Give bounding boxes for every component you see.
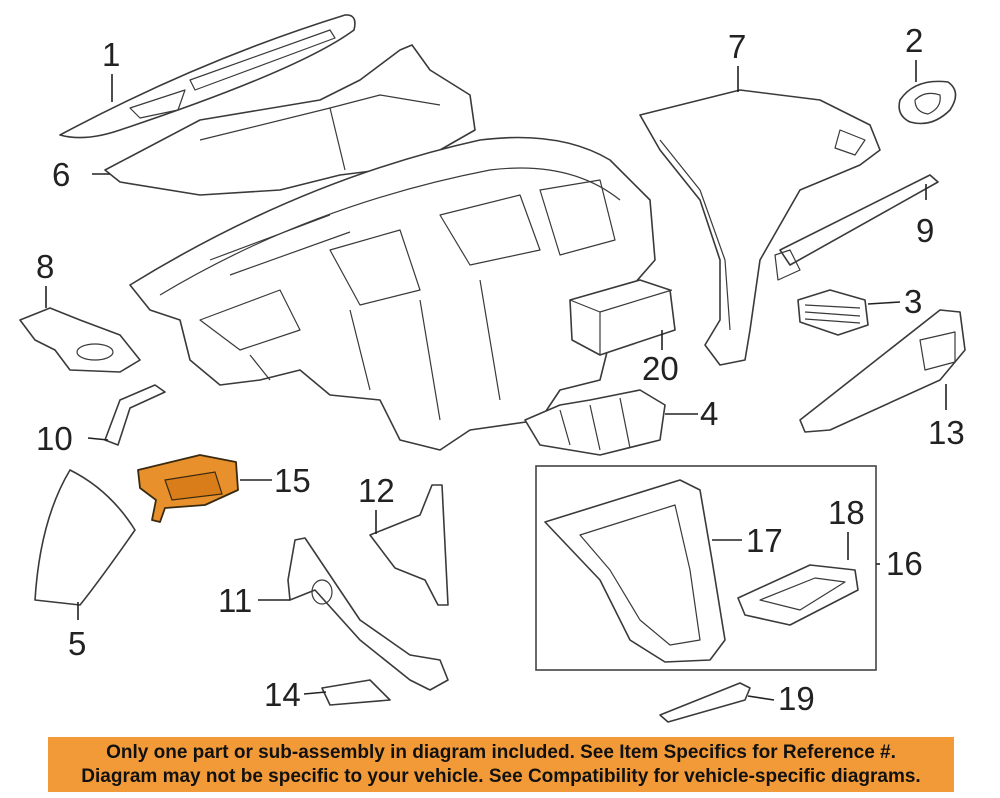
part-16-group-box [535, 465, 877, 671]
part-2-vent-bezel [898, 80, 957, 125]
callout-13: 13 [928, 414, 965, 451]
callout-numbers: 1 2 3 4 5 6 7 8 9 10 11 12 13 14 15 16 1… [36, 22, 965, 717]
callout-4: 4 [700, 395, 718, 432]
part-6-instrument-panel-pad [104, 44, 476, 196]
disclaimer-line-1: Only one part or sub-assembly in diagram… [106, 742, 896, 763]
part-3-air-vent [797, 289, 869, 336]
callout-5: 5 [68, 625, 86, 662]
part-13-side-trim [799, 309, 966, 433]
part-5-end-cap [34, 469, 136, 606]
part-8-knee-bracket [19, 307, 141, 373]
callout-18: 18 [828, 494, 865, 531]
callout-11: 11 [218, 582, 252, 619]
part-1-dash-top-trim [59, 14, 356, 139]
dashboard-parts-diagram: 1 2 3 4 5 6 7 8 9 10 11 12 13 14 15 16 1… [19, 14, 966, 723]
callout-19: 19 [778, 680, 815, 717]
part-20-airbag-module [569, 279, 676, 356]
callout-16: 16 [886, 545, 923, 582]
callout-3: 3 [904, 283, 922, 320]
part-14-trim-cover [321, 679, 391, 706]
disclaimer-line-2: Diagram may not be specific to your vehi… [81, 766, 921, 787]
callout-20: 20 [642, 350, 679, 387]
callout-1: 1 [102, 36, 120, 73]
instrument-panel-carrier [129, 136, 656, 451]
part-15-highlighted-bracket [137, 454, 239, 523]
part-10-bracket [104, 384, 166, 446]
part-17-center-bezel [544, 479, 726, 663]
callout-10: 10 [36, 420, 73, 457]
part-19-lower-trim [659, 682, 751, 723]
part-9-trim-strip [774, 174, 939, 281]
callout-14: 14 [264, 676, 301, 713]
part-7-side-panel [639, 89, 881, 366]
part-18-switch-bezel [737, 564, 859, 626]
part-12-knee-panel [369, 484, 449, 606]
callout-15: 15 [274, 462, 311, 499]
callout-7: 7 [728, 28, 746, 65]
leader-lines [45, 60, 947, 701]
callout-12: 12 [358, 472, 395, 509]
callout-17: 17 [746, 522, 783, 559]
callout-8: 8 [36, 248, 54, 285]
part-4-duct-assembly [524, 389, 666, 456]
callout-2: 2 [905, 22, 923, 59]
disclaimer-banner: Only one part or sub-assembly in diagram… [48, 737, 954, 792]
callout-6: 6 [52, 156, 70, 193]
callout-9: 9 [916, 212, 934, 249]
